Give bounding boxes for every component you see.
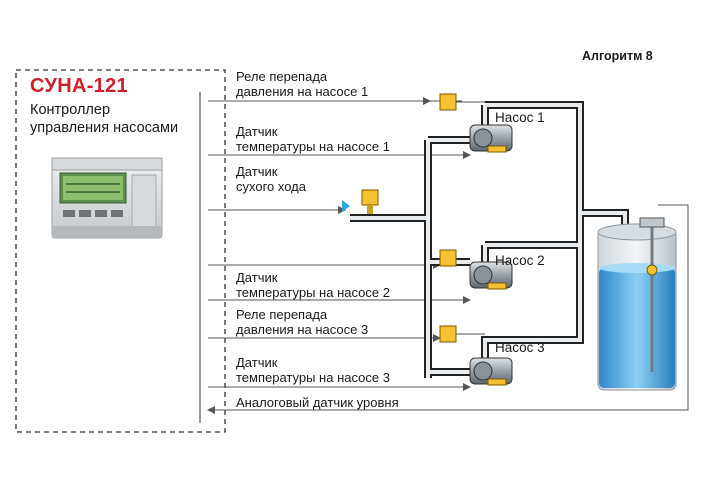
flow-direction-marker xyxy=(342,200,350,212)
controller-description-line1: Контроллер xyxy=(30,102,111,118)
controller-device-image xyxy=(51,157,163,239)
pump-3-image xyxy=(469,357,513,386)
signal-label-6-line2: температуры на насосе 3 xyxy=(236,370,390,385)
signal-label-2-line2: температуры на насосе 1 xyxy=(236,139,390,154)
pump-1-image xyxy=(469,124,513,153)
pressure-relay-3 xyxy=(439,325,457,343)
pressure-relay-1 xyxy=(439,93,457,111)
signal-label-1-line2: давления на насосе 1 xyxy=(236,84,369,99)
pump-2-image xyxy=(469,261,513,290)
signal-label-6-line1: Датчик xyxy=(236,355,278,370)
signal-label-4-line1: Датчик xyxy=(236,270,278,285)
signal-label-3-line2: сухого хода xyxy=(236,179,306,194)
pump-3-label: Насос 3 xyxy=(495,340,545,355)
signal-label-7: Аналоговый датчик уровня xyxy=(236,395,399,410)
signal-label-3-line1: Датчик xyxy=(236,164,278,179)
signal-arrow-level xyxy=(207,204,689,414)
signal-label-2-line1: Датчик xyxy=(236,124,278,139)
signal-label-4-line2: температуры на насосе 2 xyxy=(236,285,390,300)
pump-2-label: Насос 2 xyxy=(495,253,545,268)
controller-name: СУНА-121 xyxy=(30,75,128,97)
water-tank xyxy=(597,217,677,391)
signal-label-1-line1: Реле перепада xyxy=(236,69,328,84)
dry-run-sensor xyxy=(361,189,379,206)
controller-frame xyxy=(15,69,226,433)
algorithm-label: Алгоритм 8 xyxy=(582,49,653,63)
signal-label-5-line2: давления на насосе 3 xyxy=(236,322,369,337)
level-sensor-head xyxy=(639,217,665,228)
signal-label-5-line1: Реле перепада xyxy=(236,307,328,322)
pressure-relay-2 xyxy=(439,249,457,267)
sensors xyxy=(342,93,485,343)
controller-description-line2: управления насосами xyxy=(30,120,179,136)
pump-1-label: Насос 1 xyxy=(495,110,545,125)
